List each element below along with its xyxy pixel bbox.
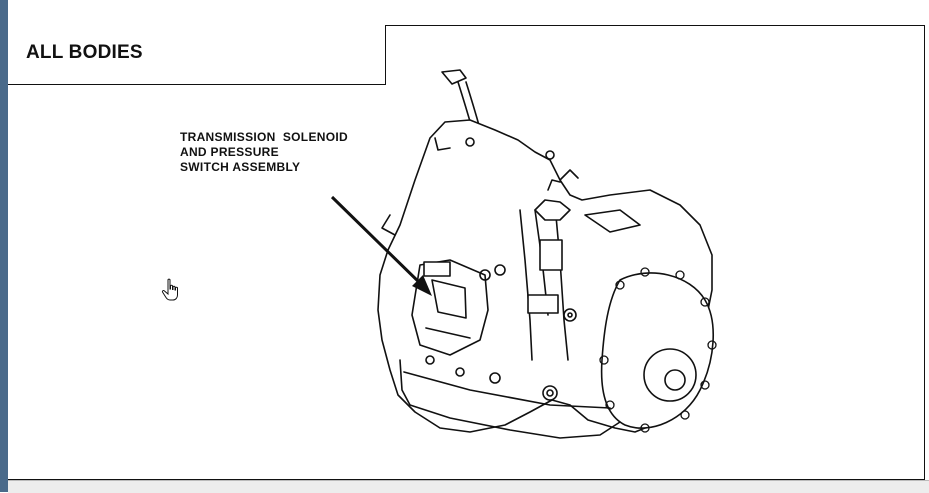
solenoid-assembly bbox=[411, 259, 489, 356]
title-box: ALL BODIES bbox=[8, 25, 386, 85]
dipstick-handle bbox=[441, 69, 467, 85]
oil-pan bbox=[399, 359, 621, 439]
callout-line-3: SWITCH ASSEMBLY bbox=[180, 160, 301, 174]
transmission-illustration bbox=[330, 69, 717, 439]
callout-label: TRANSMISSION SOLENOID AND PRESSURE SWITC… bbox=[180, 130, 410, 175]
callout-line-2: AND PRESSURE bbox=[180, 145, 279, 159]
left-window-strip bbox=[0, 0, 8, 492]
figure-title: ALL BODIES bbox=[26, 42, 143, 63]
hand-pointer-icon bbox=[161, 278, 178, 301]
torque-converter bbox=[643, 348, 697, 402]
callout-arrow bbox=[330, 195, 432, 296]
callout-line-1: TRANSMISSION SOLENOID bbox=[180, 130, 348, 144]
bottom-bar bbox=[8, 480, 929, 493]
bell-housing bbox=[600, 272, 714, 429]
